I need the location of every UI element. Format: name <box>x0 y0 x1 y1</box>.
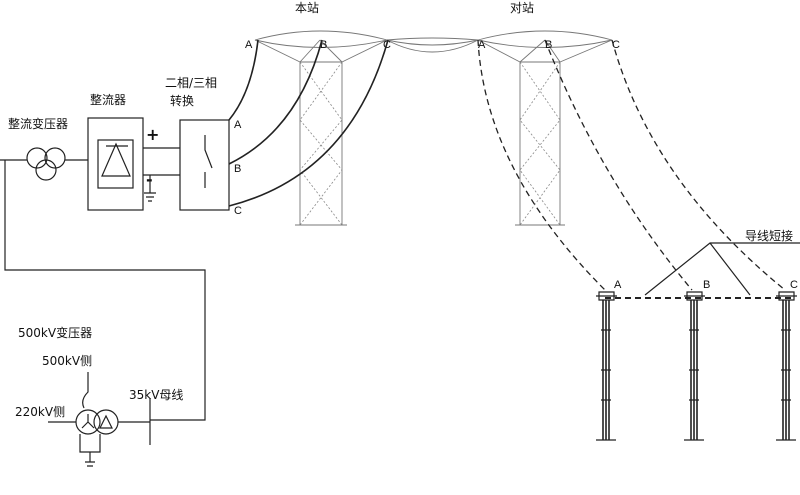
transformer-500kv-label: 500kV变压器 <box>18 325 92 340</box>
ground-icon <box>144 175 156 202</box>
rectifier-transformer <box>26 147 66 181</box>
local-feed-lines <box>228 39 389 207</box>
minus-sign: - <box>146 170 153 189</box>
converter-phase-b: B <box>234 163 241 175</box>
local-station-label: 本站 <box>295 1 319 15</box>
rectifier-transformer-label: 整流变压器 <box>8 116 68 131</box>
transformer-500kv-symbol <box>48 372 151 467</box>
converter-phase-a: A <box>234 119 242 131</box>
rectifier-box <box>87 117 144 211</box>
two-three-phase-label-line2: 转换 <box>170 93 194 108</box>
rectifier-label: 整流器 <box>90 92 126 107</box>
conductor-short-pointer <box>644 242 800 296</box>
feed-wire-from-35kv-bus <box>4 160 206 421</box>
remote-tower-phase-a: A <box>478 39 486 51</box>
rectifier-symbol <box>97 139 134 189</box>
bus-35kv-label: 35kV母线 <box>129 388 183 402</box>
local-tower-phase-b: B <box>320 39 327 51</box>
remote-transmission-tower <box>477 30 613 226</box>
side-220kv-label: 220kV侧 <box>15 405 65 419</box>
switch-b <box>684 291 705 441</box>
plus-sign: + <box>146 125 159 144</box>
switch-c-label: C <box>790 279 798 291</box>
side-500kv-label: 500kV侧 <box>42 354 92 368</box>
phase-converter-box <box>179 119 230 211</box>
switch-a <box>596 291 617 441</box>
conductor-short-label: 导线短接 <box>745 228 793 243</box>
local-transmission-tower <box>254 30 388 226</box>
remote-tower-phase-b: B <box>545 39 552 51</box>
switch-c <box>776 291 797 441</box>
switch-a-label: A <box>614 279 622 291</box>
remote-tower-phase-c: C <box>612 39 620 51</box>
converter-phase-c: C <box>234 205 242 217</box>
dc-bus-wires <box>143 147 180 176</box>
span-between-towers <box>386 37 479 53</box>
local-tower-phase-a: A <box>245 39 253 51</box>
switch-b-label: B <box>703 279 710 291</box>
two-three-phase-label-line1: 二相/三相 <box>165 76 217 90</box>
remote-dashed-lines <box>477 39 786 291</box>
switch-icon <box>204 135 213 188</box>
remote-station-label: 对站 <box>510 1 534 15</box>
